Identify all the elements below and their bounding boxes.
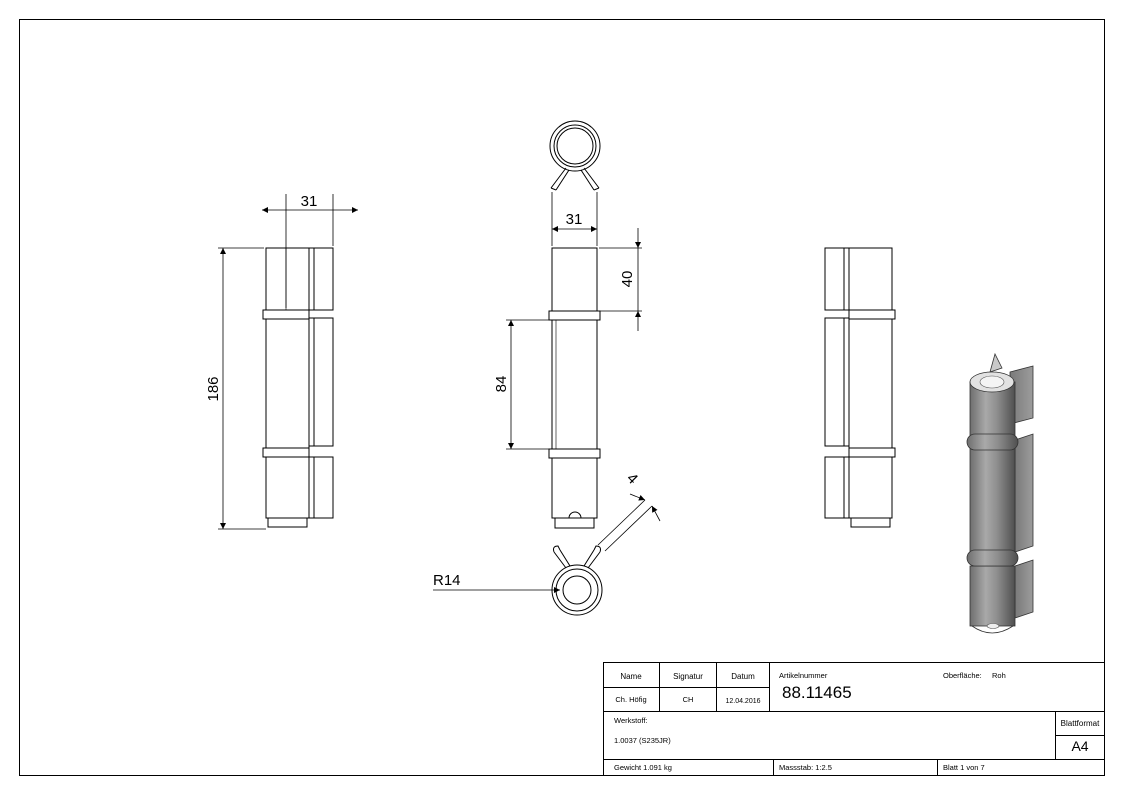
tb-blattformat-label: Blattformat <box>1061 719 1100 728</box>
left-view <box>262 247 334 528</box>
tb-oberflaeche-label: Oberfläche: <box>943 671 982 680</box>
bottom-section-view <box>551 545 603 616</box>
bottom-dimensions <box>433 493 661 593</box>
dim-thickness: 4 <box>623 470 641 488</box>
dim-width-left: 31 <box>301 193 318 210</box>
top-section-view <box>549 120 601 191</box>
dim-height-overall: 186 <box>205 376 222 401</box>
tb-datum-value: 12.04.2016 <box>725 698 760 705</box>
tb-artikel-value: 88.11465 <box>782 683 852 702</box>
front-dimensions <box>506 192 642 450</box>
tb-col-signatur: Signatur <box>673 672 703 681</box>
tb-werkstoff-label: Werkstoff: <box>614 716 647 725</box>
title-block <box>603 662 1105 776</box>
dim-width-front: 31 <box>566 211 583 228</box>
tb-oberflaeche-value: Roh <box>992 671 1006 680</box>
tb-signatur-value: CH <box>683 695 694 704</box>
tb-col-name: Name <box>620 672 642 681</box>
tb-massstab: Massstab: 1:2.5 <box>779 763 832 772</box>
tb-name-value: Ch. Höfig <box>615 695 646 704</box>
tb-artikel-label: Artikelnummer <box>779 671 828 680</box>
tb-blattformat-value: A4 <box>1071 738 1088 754</box>
left-dimensions <box>218 194 358 530</box>
isometric-view <box>966 352 1034 634</box>
tb-werkstoff-value: 1.0037 (S235JR) <box>614 736 671 745</box>
dim-top-height: 40 <box>619 271 636 288</box>
right-view <box>824 247 896 528</box>
front-view <box>548 247 601 529</box>
tb-gewicht: Gewicht 1.091 kg <box>614 763 672 772</box>
dim-radius: R14 <box>433 572 461 589</box>
dim-height-middle: 84 <box>493 376 510 393</box>
sheet-border <box>19 19 1105 776</box>
tb-blatt: Blatt 1 von 7 <box>943 763 985 772</box>
tb-col-datum: Datum <box>731 672 755 681</box>
